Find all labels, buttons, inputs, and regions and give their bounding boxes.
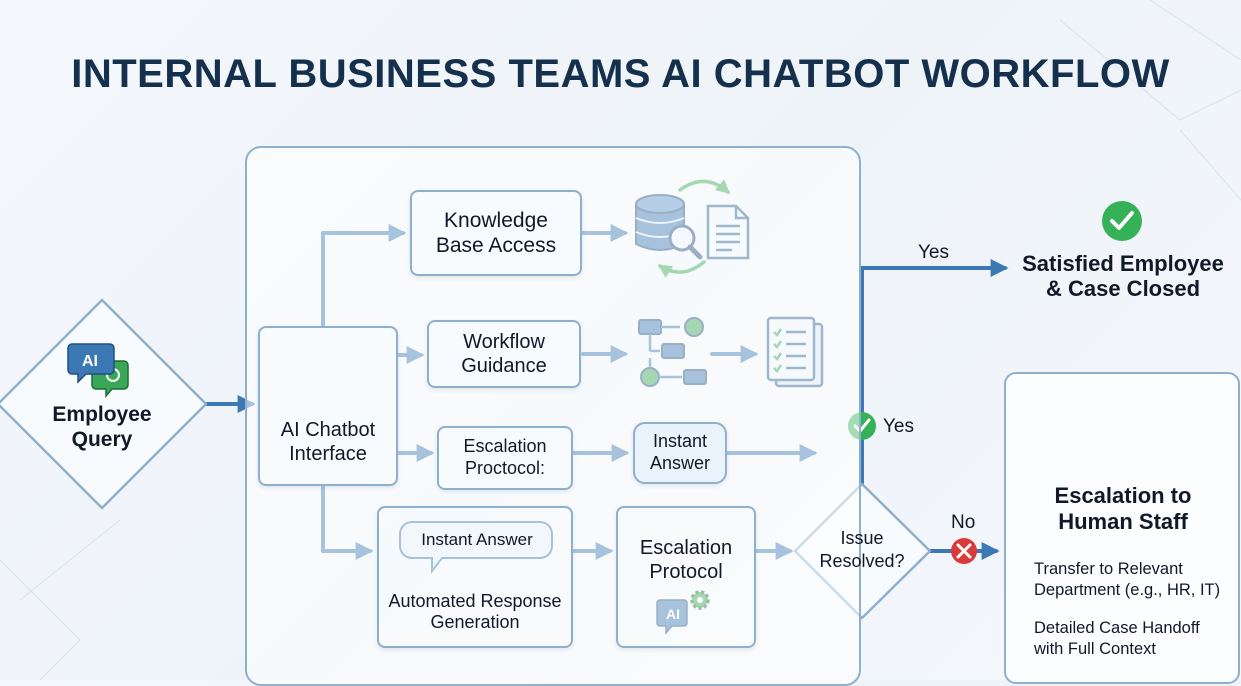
instant-answer-bubble-label: Instant Answer: [421, 530, 533, 549]
human-staff-bullet-2: Detailed Case Handoff with Full Context: [1034, 619, 1200, 659]
human-staff-bullet-1: Transfer to Relevant Department (e.g., H…: [1034, 560, 1221, 600]
employee-query-diamond: [0, 298, 208, 510]
svg-text:AI: AI: [82, 353, 98, 370]
human-staff-box: [1004, 372, 1240, 684]
yes-label-mid: Yes: [883, 416, 914, 437]
yes-label-top: Yes: [918, 242, 949, 263]
issue-resolved-label: Issue Resolved?: [819, 528, 905, 571]
chat-ai-icon: AI: [67, 343, 129, 399]
employee-query-label: Employee Query: [52, 403, 152, 452]
human-staff-title: Escalation to Human Staff: [1054, 483, 1192, 534]
check-circle-icon-top: [1102, 201, 1142, 241]
x-circle-icon: [951, 538, 977, 564]
no-label: No: [951, 512, 976, 533]
page-title: INTERNAL BUSINESS TEAMS AI CHATBOT WORKF…: [71, 52, 1170, 96]
arrow-yes-to-satisfied: [860, 259, 1009, 489]
satisfied-employee-label: Satisfied Employee & Case Closed: [1022, 251, 1224, 302]
